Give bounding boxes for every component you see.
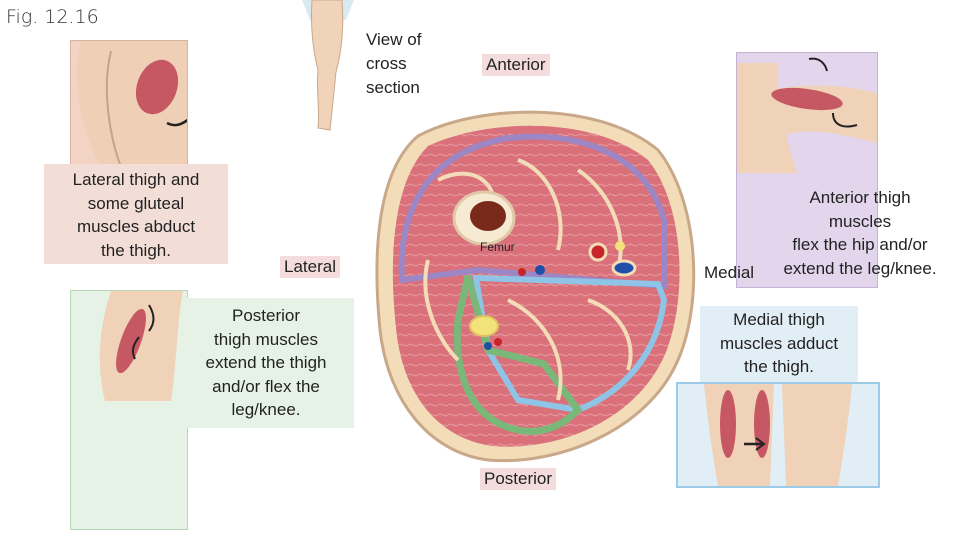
medial-panel	[676, 382, 880, 488]
caption-line: Lateral thigh and	[72, 170, 200, 189]
figure-label: Fig. 12.16	[6, 6, 99, 28]
caption-line: Posterior	[231, 306, 301, 325]
caption-line: muscles abduct	[76, 217, 196, 236]
posterior-panel	[70, 290, 188, 530]
posterior-label: Posterior	[480, 468, 557, 490]
femur-label: Femur	[480, 240, 515, 254]
caption-line: the thigh.	[744, 357, 814, 376]
anterior-fascia	[398, 133, 667, 290]
anterior-label: Anterior	[482, 54, 550, 76]
posterior-thigh-illustration	[99, 291, 183, 401]
caption-line: flex the hip and/or	[792, 235, 928, 254]
caption-line: Medial thigh	[733, 310, 825, 329]
caption-line: the thigh.	[101, 240, 171, 260]
anterior-caption: Anterior thigh muscles flex the hip and/…	[762, 186, 958, 280]
medial-caption-box: Medial thigh muscles adduct the thigh.	[700, 306, 858, 384]
caption-line: muscles adduct	[719, 333, 839, 353]
thigh-cross-section	[375, 110, 696, 463]
view-note-line: cross	[366, 54, 407, 73]
view-note: View of cross section	[366, 28, 421, 100]
caption-line: Anterior thigh	[809, 188, 911, 207]
caption-line: some gluteal	[87, 193, 185, 213]
caption-line: muscles	[828, 211, 892, 231]
lateral-panel	[70, 40, 188, 168]
view-note-line: section	[366, 78, 420, 97]
view-note-line: View of	[366, 30, 422, 49]
posterior-caption: Posterior thigh muscles extend the thigh…	[186, 304, 346, 422]
caption-line: and/or flex the	[212, 376, 320, 396]
caption-line: extend the leg/knee.	[783, 258, 937, 278]
caption-line: thigh muscles	[214, 329, 318, 349]
posterior-fascia	[453, 275, 583, 435]
leg-thumbnail	[302, 0, 354, 131]
caption-line: extend the thigh	[205, 353, 327, 372]
lateral-caption: Lateral thigh and some gluteal muscles a…	[44, 168, 228, 262]
anterior-panel	[736, 52, 878, 288]
caption-line: leg/knee.	[231, 400, 301, 419]
posterior-caption-box: Posterior thigh muscles extend the thigh…	[186, 298, 354, 428]
medial-label: Medial	[704, 263, 755, 282]
medial-thigh-illustration	[704, 384, 852, 486]
lateral-label: Lateral	[280, 256, 340, 278]
lateral-caption-box: Lateral thigh and some gluteal muscles a…	[44, 164, 228, 264]
buttock-illustration	[77, 41, 187, 167]
medial-caption: Medial thigh muscles adduct the thigh.	[700, 308, 858, 379]
hip-flexion-illustration	[737, 57, 877, 173]
